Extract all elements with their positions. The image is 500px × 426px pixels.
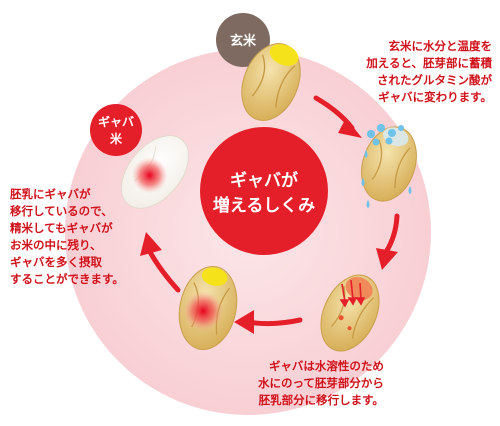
cycle-arrowheads [140,118,398,334]
gaba-rice-label-line-1: ギャバ [98,114,134,129]
note-top-right-line-3: されたグルタミン酸が [377,73,492,87]
note-top-right-line-4: ギャバに変わります。 [378,90,492,104]
note-bottom: ギャバは水溶性のため 水にのって胚芽部分から 胚乳部分に移行します。 [258,358,384,409]
note-bottom-line-2: 水にのって胚芽部分から [258,376,384,390]
gaba-rice-label-line-2: 米 [110,131,123,146]
center-circle [200,127,328,255]
note-bottom-line-1: ギャバは水溶性のため [268,359,384,373]
center-title-line-1: ギャバが [230,170,298,191]
note-left-line-5: ギャバを多く摂取 [10,255,102,269]
center-title-line-2: 増えるしくみ [213,195,315,216]
gaba-forming-grain-icon [320,274,380,352]
note-left-line-2: 移行しているので、 [10,204,113,218]
note-bottom-line-3: 胚乳部分に移行します。 [258,393,384,407]
note-top-right: 玄米に水分と温度を 加えると、胚芽部に蓄積 されたグルタミン酸が ギャバに変わり… [366,38,492,106]
brown-rice-badge [216,13,270,67]
note-left-line-3: 精米してもギャバが [10,221,113,235]
brown-rice-label: 玄米 [230,33,257,49]
note-left-line-6: することができます。 [10,272,124,286]
note-top-right-line-2: 加えると、胚芽部に蓄積 [366,56,492,70]
gaba-rice-badge [90,104,142,156]
gaba-arrows-icon [339,279,366,308]
gaba-spread-grain-icon [178,266,238,350]
polished-rice-grain-icon [120,135,190,209]
water-drop-icon [361,124,412,208]
note-left-line-4: お米の中に残り、 [10,238,102,252]
note-top-right-line-1: 玄米に水分と温度を [388,39,493,53]
note-left-line-1: 胚乳にギャバが [10,187,91,201]
note-left: 胚乳にギャバが 移行しているので、 精米してもギャバが お米の中に残り、 ギャバ… [10,186,124,288]
brown-rice-grain-icon [241,43,301,121]
